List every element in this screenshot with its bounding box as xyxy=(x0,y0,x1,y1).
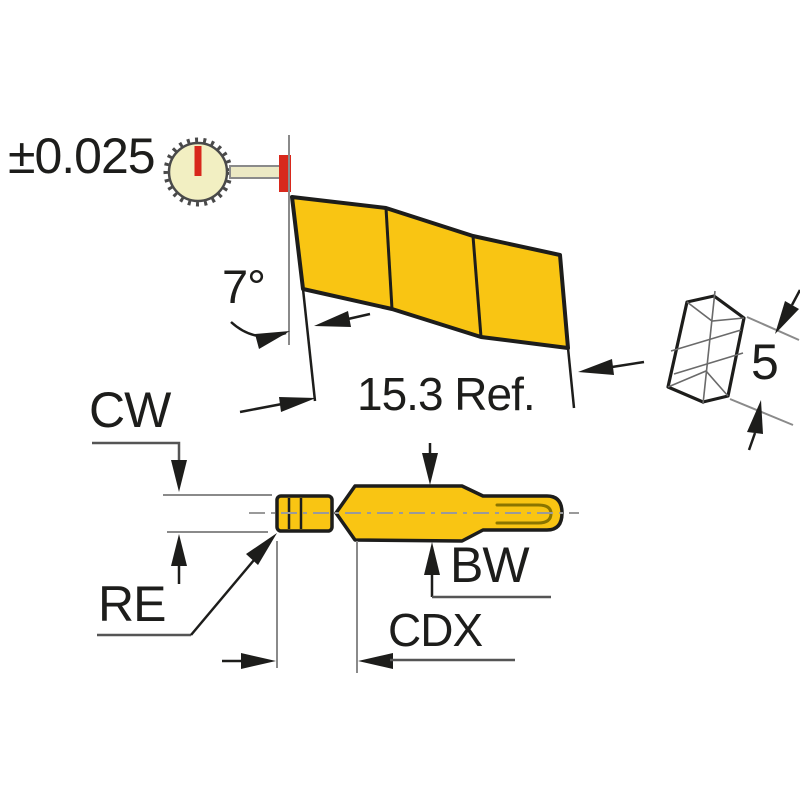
cdx-label: CDX xyxy=(388,604,483,656)
angle-arrowhead xyxy=(255,331,290,349)
re-arrowhead xyxy=(246,533,277,565)
section-hatch xyxy=(673,352,744,375)
right-edge-extension xyxy=(566,347,576,409)
re-leader xyxy=(97,533,277,637)
length-dimension xyxy=(239,359,645,414)
section-width-arrow-tail xyxy=(790,289,800,306)
section-width-dimension xyxy=(729,289,800,451)
cw-dimension xyxy=(92,441,272,584)
segment-divider xyxy=(471,235,483,338)
cdx-arrowhead xyxy=(241,653,276,669)
left-edge-extension xyxy=(301,288,317,402)
cdx-dimension xyxy=(222,541,515,673)
cw-arrowhead xyxy=(171,534,187,566)
angle-label: 7° xyxy=(222,260,266,313)
bw-arrowhead xyxy=(422,453,438,485)
section-bottom-vee xyxy=(667,370,729,397)
angle-arrowhead xyxy=(314,311,351,327)
length-arrowhead xyxy=(279,397,316,412)
length-arrow-tail xyxy=(239,402,283,414)
re-leader-line xyxy=(190,559,255,636)
length-arrow-tail xyxy=(611,360,645,369)
dial-stem xyxy=(229,165,281,179)
section-view xyxy=(666,290,746,405)
section-width-label: 5 xyxy=(751,334,779,390)
insert-front-view xyxy=(290,195,576,409)
section-width-arrow-tail xyxy=(747,432,757,451)
section-hatch xyxy=(670,329,742,352)
insert-top-view xyxy=(249,484,579,543)
cdx-arrowhead xyxy=(358,653,393,669)
segment-divider xyxy=(384,207,394,310)
bw-arrowhead xyxy=(424,542,440,575)
section-width-arrowhead xyxy=(775,301,799,334)
cw-label: CW xyxy=(89,382,171,438)
length-ref-label: 15.3 Ref. xyxy=(357,368,536,420)
section-width-arrowhead xyxy=(747,400,763,434)
tolerance-label: ±0.025 xyxy=(8,128,156,184)
dial-indicator-icon xyxy=(163,137,291,207)
section-centerline xyxy=(702,290,716,405)
section-top-vee xyxy=(686,301,745,322)
bw-dimension xyxy=(422,443,551,599)
re-label: RE xyxy=(98,576,166,632)
length-arrowhead xyxy=(578,359,614,375)
cw-arrowhead xyxy=(171,460,187,492)
bw-label: BW xyxy=(450,537,530,593)
section-width-extension xyxy=(746,316,800,341)
cw-label-leader xyxy=(92,441,181,460)
angle-arrow-tail xyxy=(347,312,371,321)
angle-dimension xyxy=(230,311,371,349)
